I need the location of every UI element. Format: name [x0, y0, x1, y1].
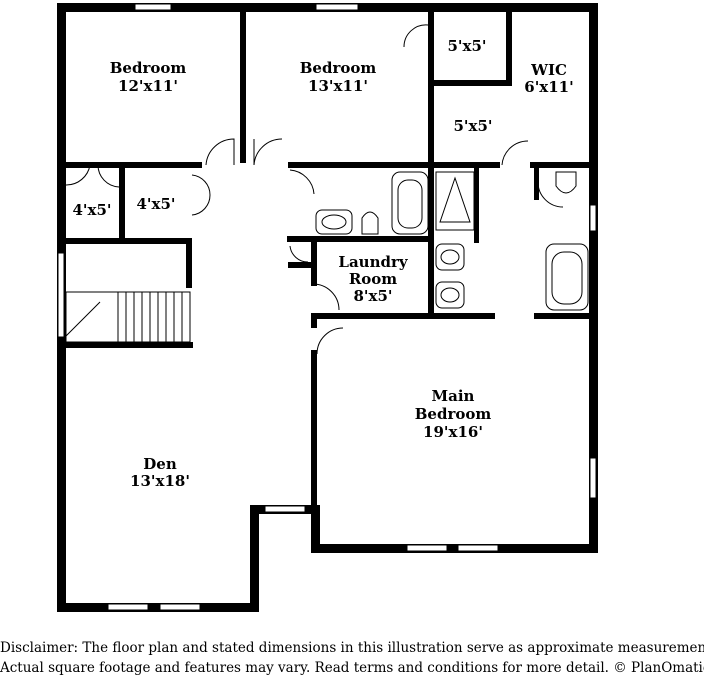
toilet-main-bath	[555, 171, 577, 194]
tub-main-bath	[545, 243, 589, 311]
interior-walls	[57, 3, 590, 510]
floor-plan: Bedroom 12'x11' Bedroom 13'x11' 5'x5' WI…	[57, 3, 598, 612]
doors	[65, 24, 564, 355]
bedroom-2-dims: 13'x11'	[308, 77, 368, 95]
closet-top-dims: 5'x5'	[447, 37, 486, 55]
closet-left-b-dims: 4'x5'	[136, 195, 175, 213]
toilet-hall-bath	[361, 211, 379, 235]
disclaimer-line-1: Disclaimer: The floor plan and stated di…	[0, 640, 704, 656]
stairs	[65, 291, 191, 343]
tub-hall-bath	[391, 171, 429, 235]
fixtures	[315, 171, 589, 311]
den-dims: 13'x18'	[130, 472, 190, 490]
bedroom-2-name: Bedroom	[300, 59, 377, 77]
laundry-name-1: Laundry	[338, 253, 408, 271]
disclaimer: Disclaimer: The floor plan and stated di…	[0, 638, 704, 678]
main-bedroom-dims: 19'x16'	[423, 423, 483, 441]
windows	[57, 3, 597, 611]
laundry-name-2: Room	[349, 270, 397, 288]
sink-main-1	[435, 243, 465, 271]
wic-dims: 6'x11'	[524, 78, 573, 96]
main-bedroom-name-1: Main	[432, 387, 475, 405]
bedroom-1-name: Bedroom	[110, 59, 187, 77]
den-name: Den	[143, 455, 177, 473]
closet-left-a-dims: 4'x5'	[72, 201, 111, 219]
disclaimer-line-2: Actual square footage and features may v…	[0, 660, 704, 676]
room-labels: Bedroom 12'x11' Bedroom 13'x11' 5'x5' WI…	[72, 37, 573, 490]
wic-name: WIC	[530, 61, 567, 79]
closet-mid-dims: 5'x5'	[453, 117, 492, 135]
main-bedroom-name-2: Bedroom	[415, 405, 492, 423]
bedroom-1-dims: 12'x11'	[118, 77, 178, 95]
shower-main-bath	[435, 171, 475, 231]
laundry-dims: 8'x5'	[353, 287, 392, 305]
sink-main-2	[435, 281, 465, 309]
sink-hall-bath	[315, 209, 353, 235]
